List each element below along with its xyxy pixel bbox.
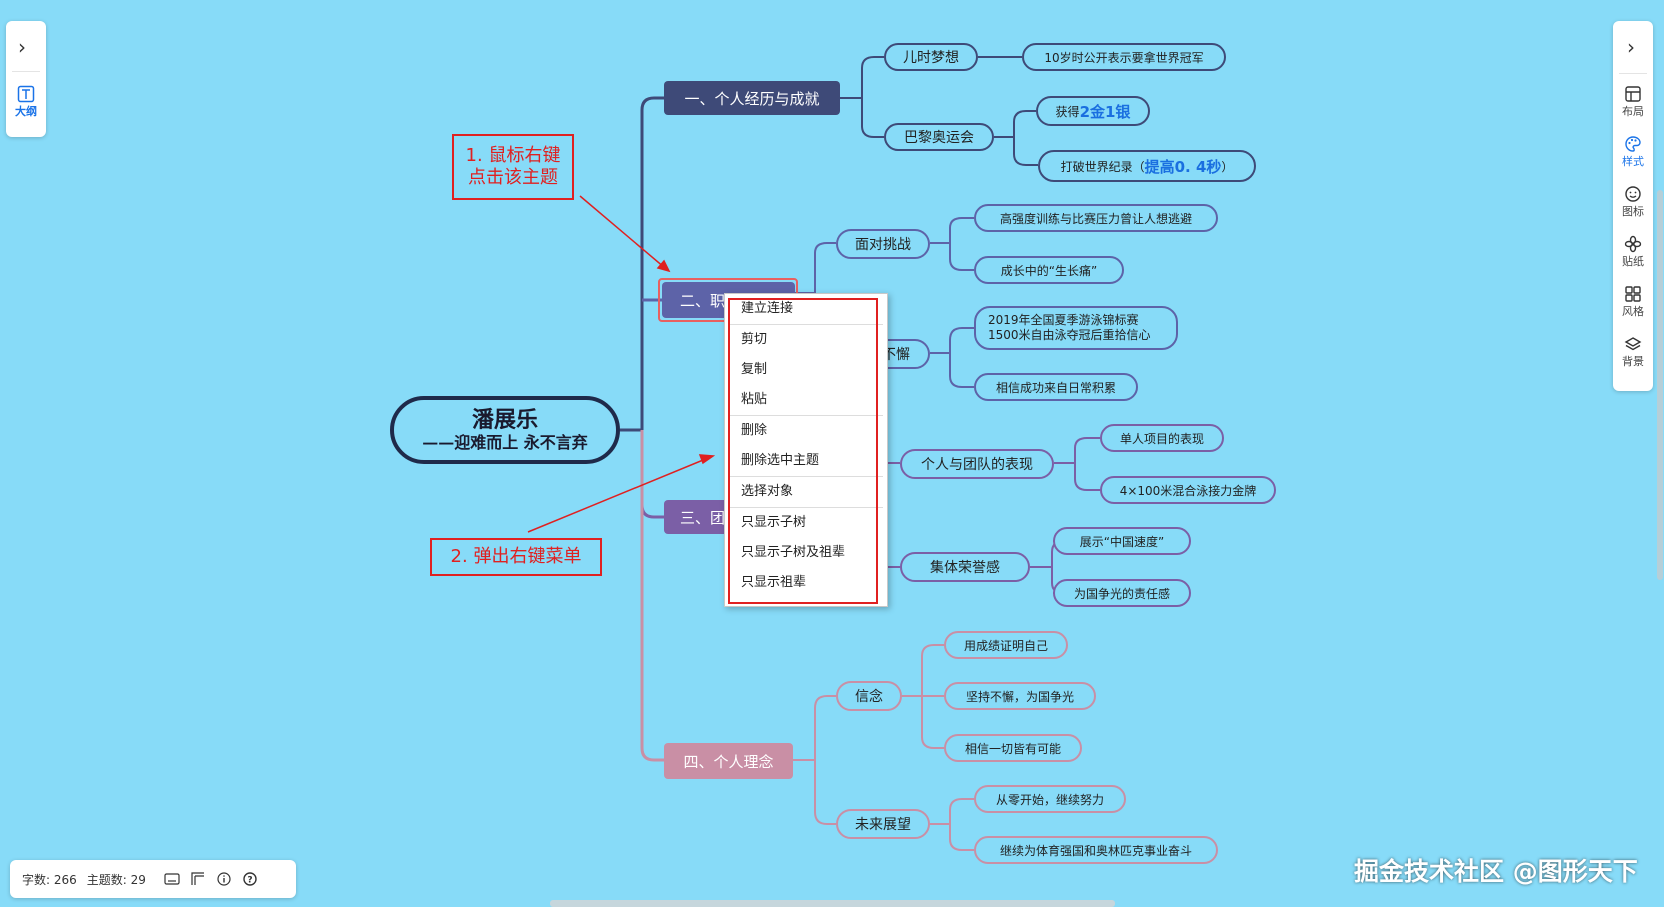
sticker-icon <box>1624 235 1642 253</box>
leaf-topic[interactable]: 高强度训练与比赛压力曾让人想逃避 <box>974 204 1218 232</box>
leaf-text: 打破世界纪录（ <box>1060 159 1145 174</box>
horizontal-scrollbar[interactable] <box>550 900 1115 907</box>
menu-item-delete[interactable]: 删除 <box>741 423 768 438</box>
word-count: 字数: 266 <box>22 872 77 887</box>
root-subtitle: ——迎难而上 永不言弃 <box>422 433 588 452</box>
leaf-topic[interactable]: 相信成功来自日常积累 <box>974 373 1138 401</box>
info-icon[interactable] <box>216 871 232 887</box>
leaf-topic[interactable]: 相信一切皆有可能 <box>944 734 1082 762</box>
left-toolbar: › 大纲 <box>6 21 46 137</box>
root-title: 潘展乐 <box>471 407 538 433</box>
tool-label: 背景 <box>1622 355 1644 368</box>
menu-item-show-subtree-ancestors[interactable]: 只显示子树及祖辈 <box>741 545 846 560</box>
menu-item-delete-selected[interactable]: 删除选中主题 <box>741 453 820 468</box>
leaf-text: ） <box>1221 159 1234 174</box>
toolbar-divider <box>1619 73 1647 74</box>
palette-icon <box>1625 136 1641 152</box>
menu-item-cut[interactable]: 剪切 <box>741 332 768 347</box>
outline-label: 大纲 <box>15 105 37 118</box>
chevron-right-icon[interactable]: › <box>18 35 26 59</box>
annotation-line: 1. 鼠标右键 <box>465 145 561 166</box>
menu-divider <box>729 507 883 508</box>
subtopic-future[interactable]: 未来展望 <box>836 809 930 839</box>
topic-count: 主题数: 29 <box>86 872 146 887</box>
chevron-right-icon[interactable]: › <box>1627 35 1635 59</box>
menu-item-show-ancestors[interactable]: 只显示祖辈 <box>741 575 807 590</box>
leaf-topic[interactable]: 坚持不懈，为国争光 <box>944 682 1096 710</box>
leaf-highlight: 2金1银 <box>1079 102 1131 121</box>
style-button[interactable]: 样式 <box>1615 135 1651 169</box>
branch-topic-4[interactable]: 四、个人理念 <box>664 743 793 779</box>
svg-text:?: ? <box>247 876 252 886</box>
subtopic-individual-team[interactable]: 个人与团队的表现 <box>900 449 1054 479</box>
subtopic-childhood-dream[interactable]: 儿时梦想 <box>884 43 978 71</box>
theme-button[interactable]: 风格 <box>1615 285 1651 319</box>
menu-divider <box>729 415 883 416</box>
grid-style-icon <box>1625 286 1641 302</box>
tool-label: 样式 <box>1622 155 1644 168</box>
menu-item-copy[interactable]: 复制 <box>741 362 768 377</box>
leaf-topic[interactable]: 打破世界纪录（提高0. 4秒） <box>1038 150 1256 182</box>
tool-label: 布局 <box>1622 105 1644 118</box>
subtopic-collective-honor[interactable]: 集体荣誉感 <box>900 552 1030 582</box>
background-button[interactable]: 背景 <box>1615 335 1651 369</box>
layout-icon <box>1625 86 1641 102</box>
tool-label: 贴纸 <box>1622 255 1644 268</box>
annotation-step-2: 2. 弹出右键菜单 <box>430 538 602 576</box>
subtopic-paris-olympics[interactable]: 巴黎奥运会 <box>884 123 994 151</box>
outline-icon <box>17 85 35 103</box>
leaf-topic[interactable]: 4×100米混合泳接力金牌 <box>1100 476 1276 504</box>
leaf-topic[interactable]: 单人项目的表现 <box>1100 424 1224 452</box>
icon-button[interactable]: 图标 <box>1615 185 1651 219</box>
toolbar-divider <box>12 71 40 72</box>
menu-item-paste[interactable]: 粘贴 <box>741 392 768 407</box>
menu-divider <box>729 324 883 325</box>
leaf-highlight: 提高0. 4秒 <box>1144 157 1222 176</box>
leaf-text: 获得 <box>1055 104 1080 119</box>
subtopic-face-challenge[interactable]: 面对挑战 <box>836 229 930 259</box>
leaf-text-line: 1500米自由泳夺冠后重拾信心 <box>988 328 1151 342</box>
vertical-scrollbar[interactable] <box>1657 190 1663 580</box>
leaf-topic[interactable]: 成长中的“生长痛” <box>974 256 1124 284</box>
subtopic-belief[interactable]: 信念 <box>836 681 902 711</box>
menu-divider <box>729 476 883 477</box>
sticker-button[interactable]: 贴纸 <box>1615 235 1651 269</box>
leaf-text-line: 2019年全国夏季游泳锦标赛 <box>988 313 1139 327</box>
status-bar: 字数: 266 主题数: 29 ? <box>10 860 296 898</box>
right-toolbar: › 布局 样式 图标 贴纸 风格 背景 <box>1613 21 1653 391</box>
keyboard-icon[interactable] <box>164 871 180 887</box>
leaf-topic[interactable]: 为国争光的责任感 <box>1053 579 1191 607</box>
tool-label: 图标 <box>1622 205 1644 218</box>
leaf-topic[interactable]: 展示“中国速度” <box>1053 527 1191 555</box>
annotation-line: 点击该主题 <box>468 167 558 188</box>
root-topic[interactable]: 潘展乐 ——迎难而上 永不言弃 <box>390 396 620 464</box>
menu-item-create-link[interactable]: 建立连接 <box>741 301 794 316</box>
watermark: 掘金技术社区 @图形天下 <box>1354 857 1638 886</box>
menu-highlight-box <box>728 298 878 604</box>
outline-button[interactable]: 大纲 <box>10 85 42 119</box>
layout-button[interactable]: 布局 <box>1615 85 1651 119</box>
context-menu: 建立连接 剪切 复制 粘贴 删除 删除选中主题 选择对象 只显示子树 只显示子树… <box>724 293 888 607</box>
annotation-step-1: 1. 鼠标右键 点击该主题 <box>452 134 574 200</box>
help-icon[interactable]: ? <box>242 871 258 887</box>
emoji-icon <box>1625 186 1641 202</box>
leaf-topic[interactable]: 从零开始，继续努力 <box>974 785 1126 813</box>
menu-item-show-subtree[interactable]: 只显示子树 <box>741 515 807 530</box>
menu-item-select-object[interactable]: 选择对象 <box>741 484 794 499</box>
leaf-topic[interactable]: 2019年全国夏季游泳锦标赛 1500米自由泳夺冠后重拾信心 <box>974 306 1178 350</box>
tool-label: 风格 <box>1622 305 1644 318</box>
branch-topic-1[interactable]: 一、个人经历与成就 <box>664 81 840 115</box>
leaf-topic[interactable]: 用成绩证明自己 <box>944 631 1068 659</box>
layers-icon <box>1624 337 1642 351</box>
leaf-topic[interactable]: 继续为体育强国和奥林匹克事业奋斗 <box>974 836 1218 864</box>
leaf-topic[interactable]: 10岁时公开表示要拿世界冠军 <box>1022 43 1226 71</box>
minimap-icon[interactable] <box>190 871 206 887</box>
